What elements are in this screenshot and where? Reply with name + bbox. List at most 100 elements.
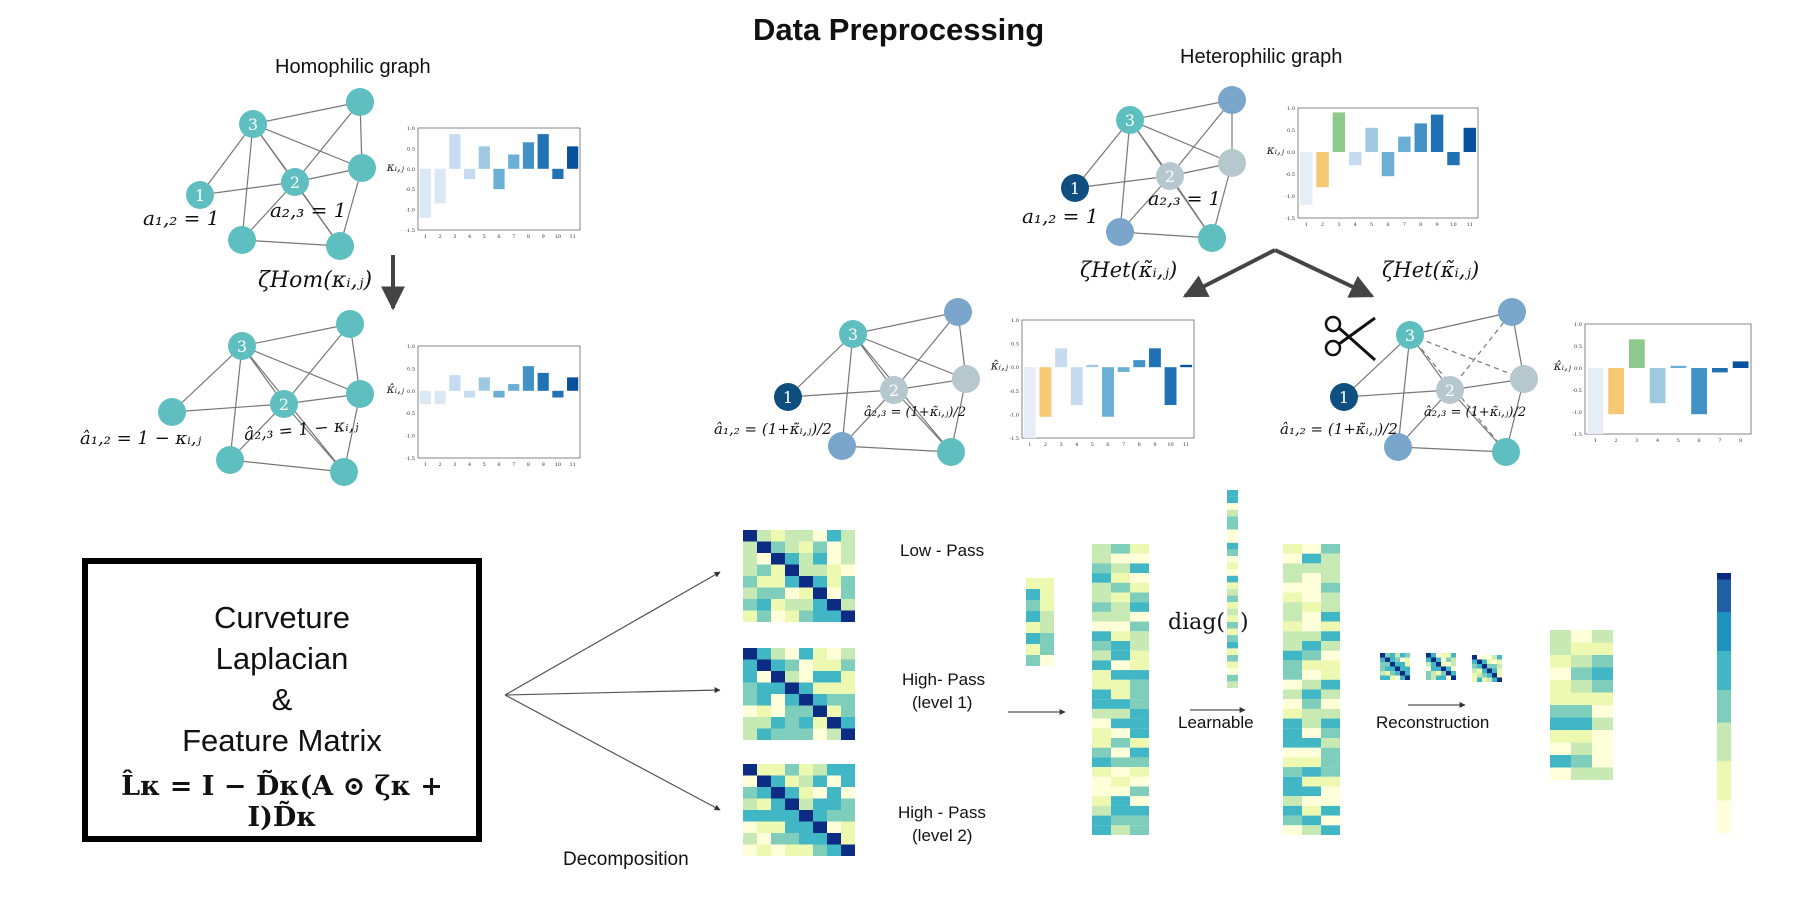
heatmap-cell [1302, 815, 1321, 826]
level-1-label: (level 1) [912, 693, 973, 712]
heatmap-cell [1227, 536, 1238, 543]
heatmap-cell [1302, 660, 1321, 671]
heatmap-cell [1426, 657, 1431, 662]
heatmap-cell [1302, 786, 1321, 797]
heterophilic-label: Heterophilic graph [1180, 46, 1343, 68]
decomposition-label: Decomposition [563, 849, 689, 870]
x-tick-label: 8 [1739, 438, 1742, 444]
heatmap-cell [771, 833, 785, 845]
x-tick-label: 11 [569, 234, 575, 240]
colorbar-step [1717, 683, 1731, 691]
heatmap-cell [1492, 673, 1497, 678]
heatmap-cell [1451, 671, 1456, 676]
heatmap-cell [827, 705, 841, 717]
heatmap-cell [1227, 668, 1238, 675]
heatmap-cell [1227, 562, 1238, 570]
heatmap-cell [1441, 666, 1446, 671]
heatmap-cell [1321, 544, 1340, 554]
y-tick-label: -1.0 [1572, 410, 1582, 416]
heatmap-cell [1592, 680, 1613, 693]
heatmap-cell [1477, 655, 1482, 660]
heatmap-cell [1592, 742, 1613, 755]
heatmap-cell [771, 798, 785, 810]
heatmap-cell [1321, 592, 1340, 603]
heatmap-cell [813, 682, 827, 694]
x-tick-label: 6 [1386, 222, 1389, 228]
heatmap-cell [785, 530, 799, 542]
heatmap-cell [757, 564, 771, 576]
bar [567, 377, 579, 391]
heatmap-cell [1130, 738, 1149, 748]
heatmap-cell [841, 844, 855, 856]
heatmap-cell [1040, 644, 1054, 655]
heatmap-cell [1026, 644, 1040, 655]
heatmap-cell [1472, 668, 1477, 673]
heatmap-cell [1321, 679, 1340, 690]
colorbar-step [1717, 651, 1731, 658]
heatmap-cell [1111, 767, 1130, 777]
heatmap-cell [1283, 728, 1302, 738]
heatmap-cell [785, 833, 799, 845]
heatmap-cell [1302, 738, 1321, 748]
heatmap-cell [1130, 728, 1149, 738]
heatmap-cell [1092, 747, 1111, 758]
heatmap-cell [757, 682, 771, 694]
bar [434, 390, 446, 405]
heatmap-cell [1302, 689, 1321, 700]
heatmap-cell [1592, 767, 1613, 780]
heatmap-cell [771, 659, 785, 671]
bar [1349, 152, 1362, 166]
heatmap-cell [1550, 767, 1571, 780]
heatmap-cell [1395, 662, 1400, 667]
heatmap-cell [771, 610, 785, 622]
x-tick-label: 11 [1467, 222, 1473, 228]
heatmap-cell [1227, 542, 1238, 550]
heatmap-cell [1400, 666, 1405, 671]
bar [1332, 112, 1346, 152]
y-axis-label: κ̂ᵢ,ⱼ [990, 359, 1009, 373]
heatmap-cell [743, 764, 757, 776]
colorbar-step [1717, 631, 1731, 639]
heatmap-cell [813, 648, 827, 660]
colorbar-step [1717, 709, 1731, 717]
node-1-label: 1 [783, 388, 793, 407]
heatmap-cell [785, 576, 799, 588]
heatmap-cell [1571, 680, 1592, 693]
heatmap-cell [1321, 650, 1340, 661]
heatmap-cell [1283, 757, 1302, 768]
chart-frame [1584, 323, 1752, 435]
node-1 [1330, 383, 1358, 411]
heatmap-cell [743, 705, 757, 717]
heatmap-cell [827, 821, 841, 833]
colorbar-step [1717, 670, 1731, 678]
heatmap-cell [1321, 573, 1340, 583]
heatmap-cell [1385, 671, 1390, 676]
colorbar-step [1717, 625, 1731, 632]
node-generic [1498, 298, 1526, 326]
branch-arrow-left [1182, 248, 1276, 298]
y-tick-label: 0.0 [1574, 366, 1582, 372]
heatmap-cell [1092, 641, 1111, 651]
x-tick-label: 7 [512, 462, 515, 468]
heatmap-cell [1111, 776, 1130, 787]
heatmap-cell [827, 833, 841, 845]
colorbar-step [1717, 820, 1731, 827]
x-tick-label: 8 [1138, 442, 1141, 448]
heatmap-cell [1227, 615, 1238, 622]
heatmap-cell [1302, 611, 1321, 622]
heatmap-cell [1111, 718, 1130, 729]
heatmap-cell [785, 694, 799, 706]
heatmap-cell [1302, 776, 1321, 787]
heatmap-cell [813, 787, 827, 799]
heatmap-cell [1321, 670, 1340, 680]
heatmap-cell [1227, 490, 1238, 497]
bar [1102, 367, 1114, 417]
heatmap-cell [1283, 602, 1302, 612]
heatmap-cell [1040, 578, 1054, 589]
bar [1023, 367, 1036, 438]
heatmap-cell [841, 764, 855, 776]
x-tick-label: 4 [1075, 442, 1078, 448]
x-tick-label: 8 [527, 462, 530, 468]
heatmap-cell [785, 553, 799, 565]
y-tick-label: 0.0 [407, 167, 415, 173]
